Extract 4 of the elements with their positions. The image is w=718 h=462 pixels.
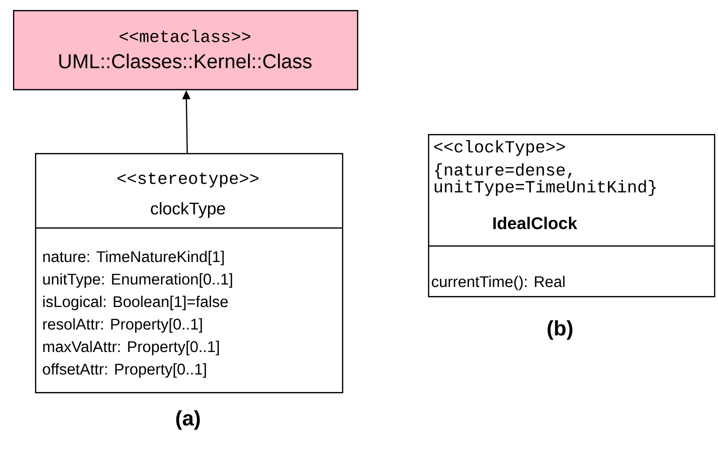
class-box: <<clockType>> {nature=dense, unitType=TimeUnitKind} IdealClock currentTime(): Real <box>428 134 716 298</box>
class-box: <<metaclass>> UML::Classes::Kernel::Class <box>13 10 358 90</box>
class-box: <<stereotype>> clockType nature: TimeNatureKind[1] unitType: Enumeration[0..1] isLogical: Boolean[1]=false resolAttr: Property[0..1] maxValAttr: Property[0..1] offsetAttr: Property[0..1] <box>35 153 344 394</box>
figure-label: (b) <box>548 320 572 340</box>
